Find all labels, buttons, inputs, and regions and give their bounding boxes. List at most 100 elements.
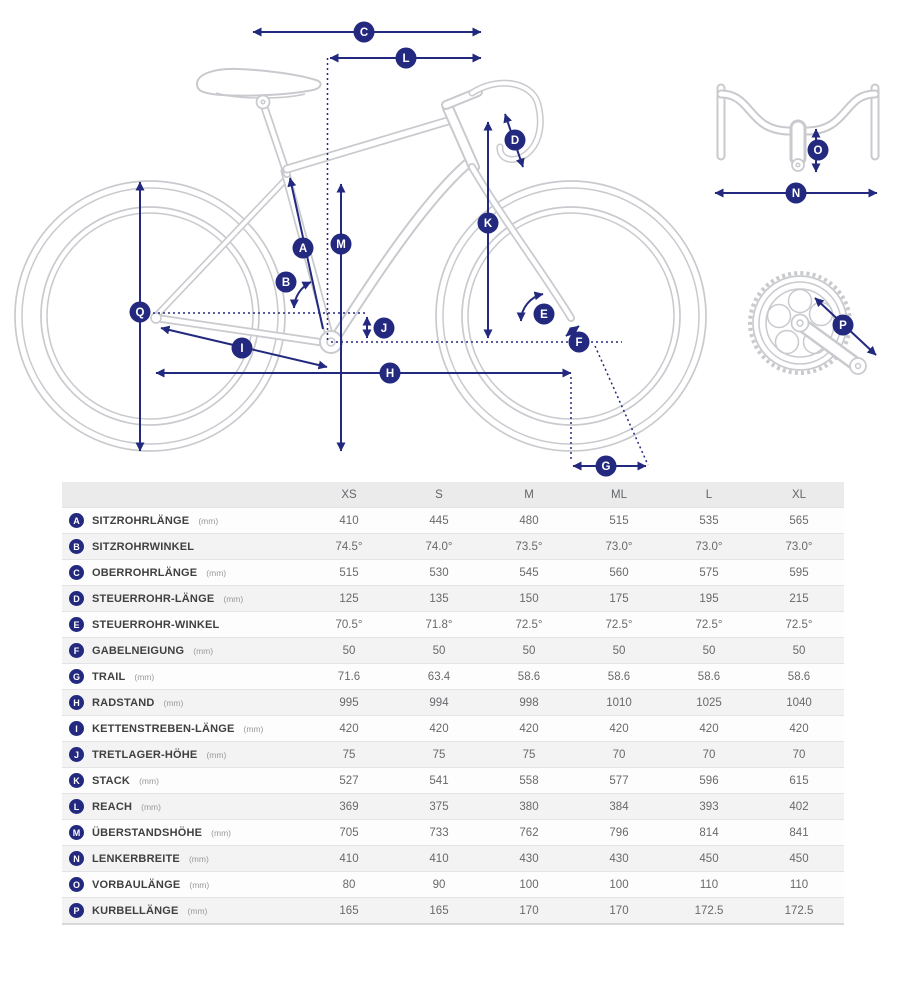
- size-value-cell: 402: [789, 800, 809, 813]
- svg-text:M: M: [336, 239, 346, 251]
- size-value-cell: 445: [429, 514, 449, 527]
- marker-badge-q: Q: [129, 301, 151, 323]
- size-value-cell: 63.4: [427, 670, 451, 683]
- size-value-cell: 70: [702, 748, 716, 761]
- svg-text:G: G: [602, 461, 611, 473]
- row-unit: (mm): [206, 749, 227, 760]
- row-letter-badge: O: [69, 877, 84, 892]
- marker-badge-e: E: [533, 303, 555, 325]
- size-value-cell: 165: [339, 904, 359, 917]
- size-value-cell: 70: [792, 748, 806, 761]
- bike-geometry-diagram: C L D K A M B Q E F J I H G N O P: [14, 21, 880, 477]
- row-letter-badge: H: [69, 695, 84, 710]
- size-value-cell: 998: [519, 696, 539, 709]
- size-value-cell: 530: [429, 566, 449, 579]
- size-value-cell: 74.0°: [425, 540, 453, 553]
- size-value-cell: 1025: [696, 696, 722, 709]
- row-letter-badge: B: [69, 539, 84, 554]
- size-value-cell: 558: [519, 774, 539, 787]
- row-letter-badge: C: [69, 565, 84, 580]
- size-value-cell: 994: [429, 696, 449, 709]
- row-label: REACH: [92, 800, 133, 813]
- row-unit: (mm): [139, 775, 159, 786]
- size-value-cell: 420: [609, 722, 629, 735]
- row-unit: (mm): [134, 671, 155, 682]
- size-value-cell: 527: [339, 774, 359, 787]
- row-unit: (mm): [198, 515, 219, 526]
- row-label: TRAIL: [92, 670, 126, 683]
- marker-badge-d: D: [504, 129, 526, 151]
- marker-badge-a: A: [292, 237, 314, 259]
- size-value-cell: 545: [519, 566, 539, 579]
- size-value-cell: 420: [429, 722, 449, 735]
- size-value-cell: 733: [429, 826, 449, 839]
- size-value-cell: 814: [699, 826, 719, 839]
- marker-badge-h: H: [379, 362, 401, 384]
- row-unit: (mm): [189, 879, 210, 890]
- row-label: STEUERROHR-LÄNGE: [92, 592, 215, 605]
- size-value-cell: 170: [519, 904, 539, 917]
- handlebar-top-view: [716, 83, 880, 172]
- row-label: GABELNEIGUNG: [92, 644, 185, 657]
- size-value-cell: 50: [792, 644, 806, 657]
- size-value-cell: 410: [429, 852, 449, 865]
- size-column-header: S: [435, 488, 443, 501]
- row-letter-badge: N: [69, 851, 84, 866]
- size-value-cell: 1010: [606, 696, 632, 709]
- row-label: STEUERROHR-WINKEL: [92, 618, 220, 631]
- row-label: VORBAULÄNGE: [92, 878, 181, 891]
- size-value-cell: 596: [699, 774, 719, 787]
- size-value-cell: 577: [609, 774, 629, 787]
- size-value-cell: 535: [699, 514, 719, 527]
- size-value-cell: 480: [519, 514, 539, 527]
- size-value-cell: 75: [342, 748, 356, 761]
- size-value-cell: 195: [699, 592, 719, 605]
- svg-text:N: N: [792, 188, 800, 200]
- size-value-cell: 595: [789, 566, 809, 579]
- size-value-cell: 175: [609, 592, 629, 605]
- row-label: LENKERBREITE: [92, 852, 180, 865]
- svg-text:B: B: [282, 277, 290, 289]
- size-value-cell: 58.6: [697, 670, 721, 683]
- size-value-cell: 70: [612, 748, 626, 761]
- size-value-cell: 450: [699, 852, 719, 865]
- size-value-cell: 125: [339, 592, 359, 605]
- size-value-cell: 50: [342, 644, 356, 657]
- size-value-cell: 384: [609, 800, 629, 813]
- size-value-cell: 70.5°: [335, 618, 363, 631]
- size-value-cell: 110: [699, 878, 719, 891]
- row-letter-badge: D: [69, 591, 84, 606]
- size-value-cell: 575: [699, 566, 719, 579]
- row-letter-badge: K: [69, 773, 84, 788]
- size-value-cell: 705: [339, 826, 359, 839]
- guide-steering-axis: [594, 345, 649, 466]
- size-value-cell: 100: [609, 878, 629, 891]
- size-value-cell: 71.6: [337, 670, 361, 683]
- size-value-cell: 135: [429, 592, 449, 605]
- svg-text:D: D: [511, 135, 519, 147]
- row-unit: (mm): [193, 645, 214, 656]
- measure-arc-b: [289, 281, 312, 309]
- size-value-cell: 762: [519, 826, 539, 839]
- svg-text:O: O: [814, 145, 823, 157]
- measurement-badges: C L D K A M B Q E F J I H G N O P: [129, 21, 854, 477]
- marker-badge-n: N: [785, 182, 807, 204]
- size-value-cell: 172.5: [694, 904, 724, 917]
- size-value-cell: 72.5°: [785, 618, 813, 631]
- size-value-cell: 796: [609, 826, 629, 839]
- size-value-cell: 71.8°: [425, 618, 453, 631]
- size-value-cell: 615: [789, 774, 809, 787]
- size-value-cell: 393: [699, 800, 719, 813]
